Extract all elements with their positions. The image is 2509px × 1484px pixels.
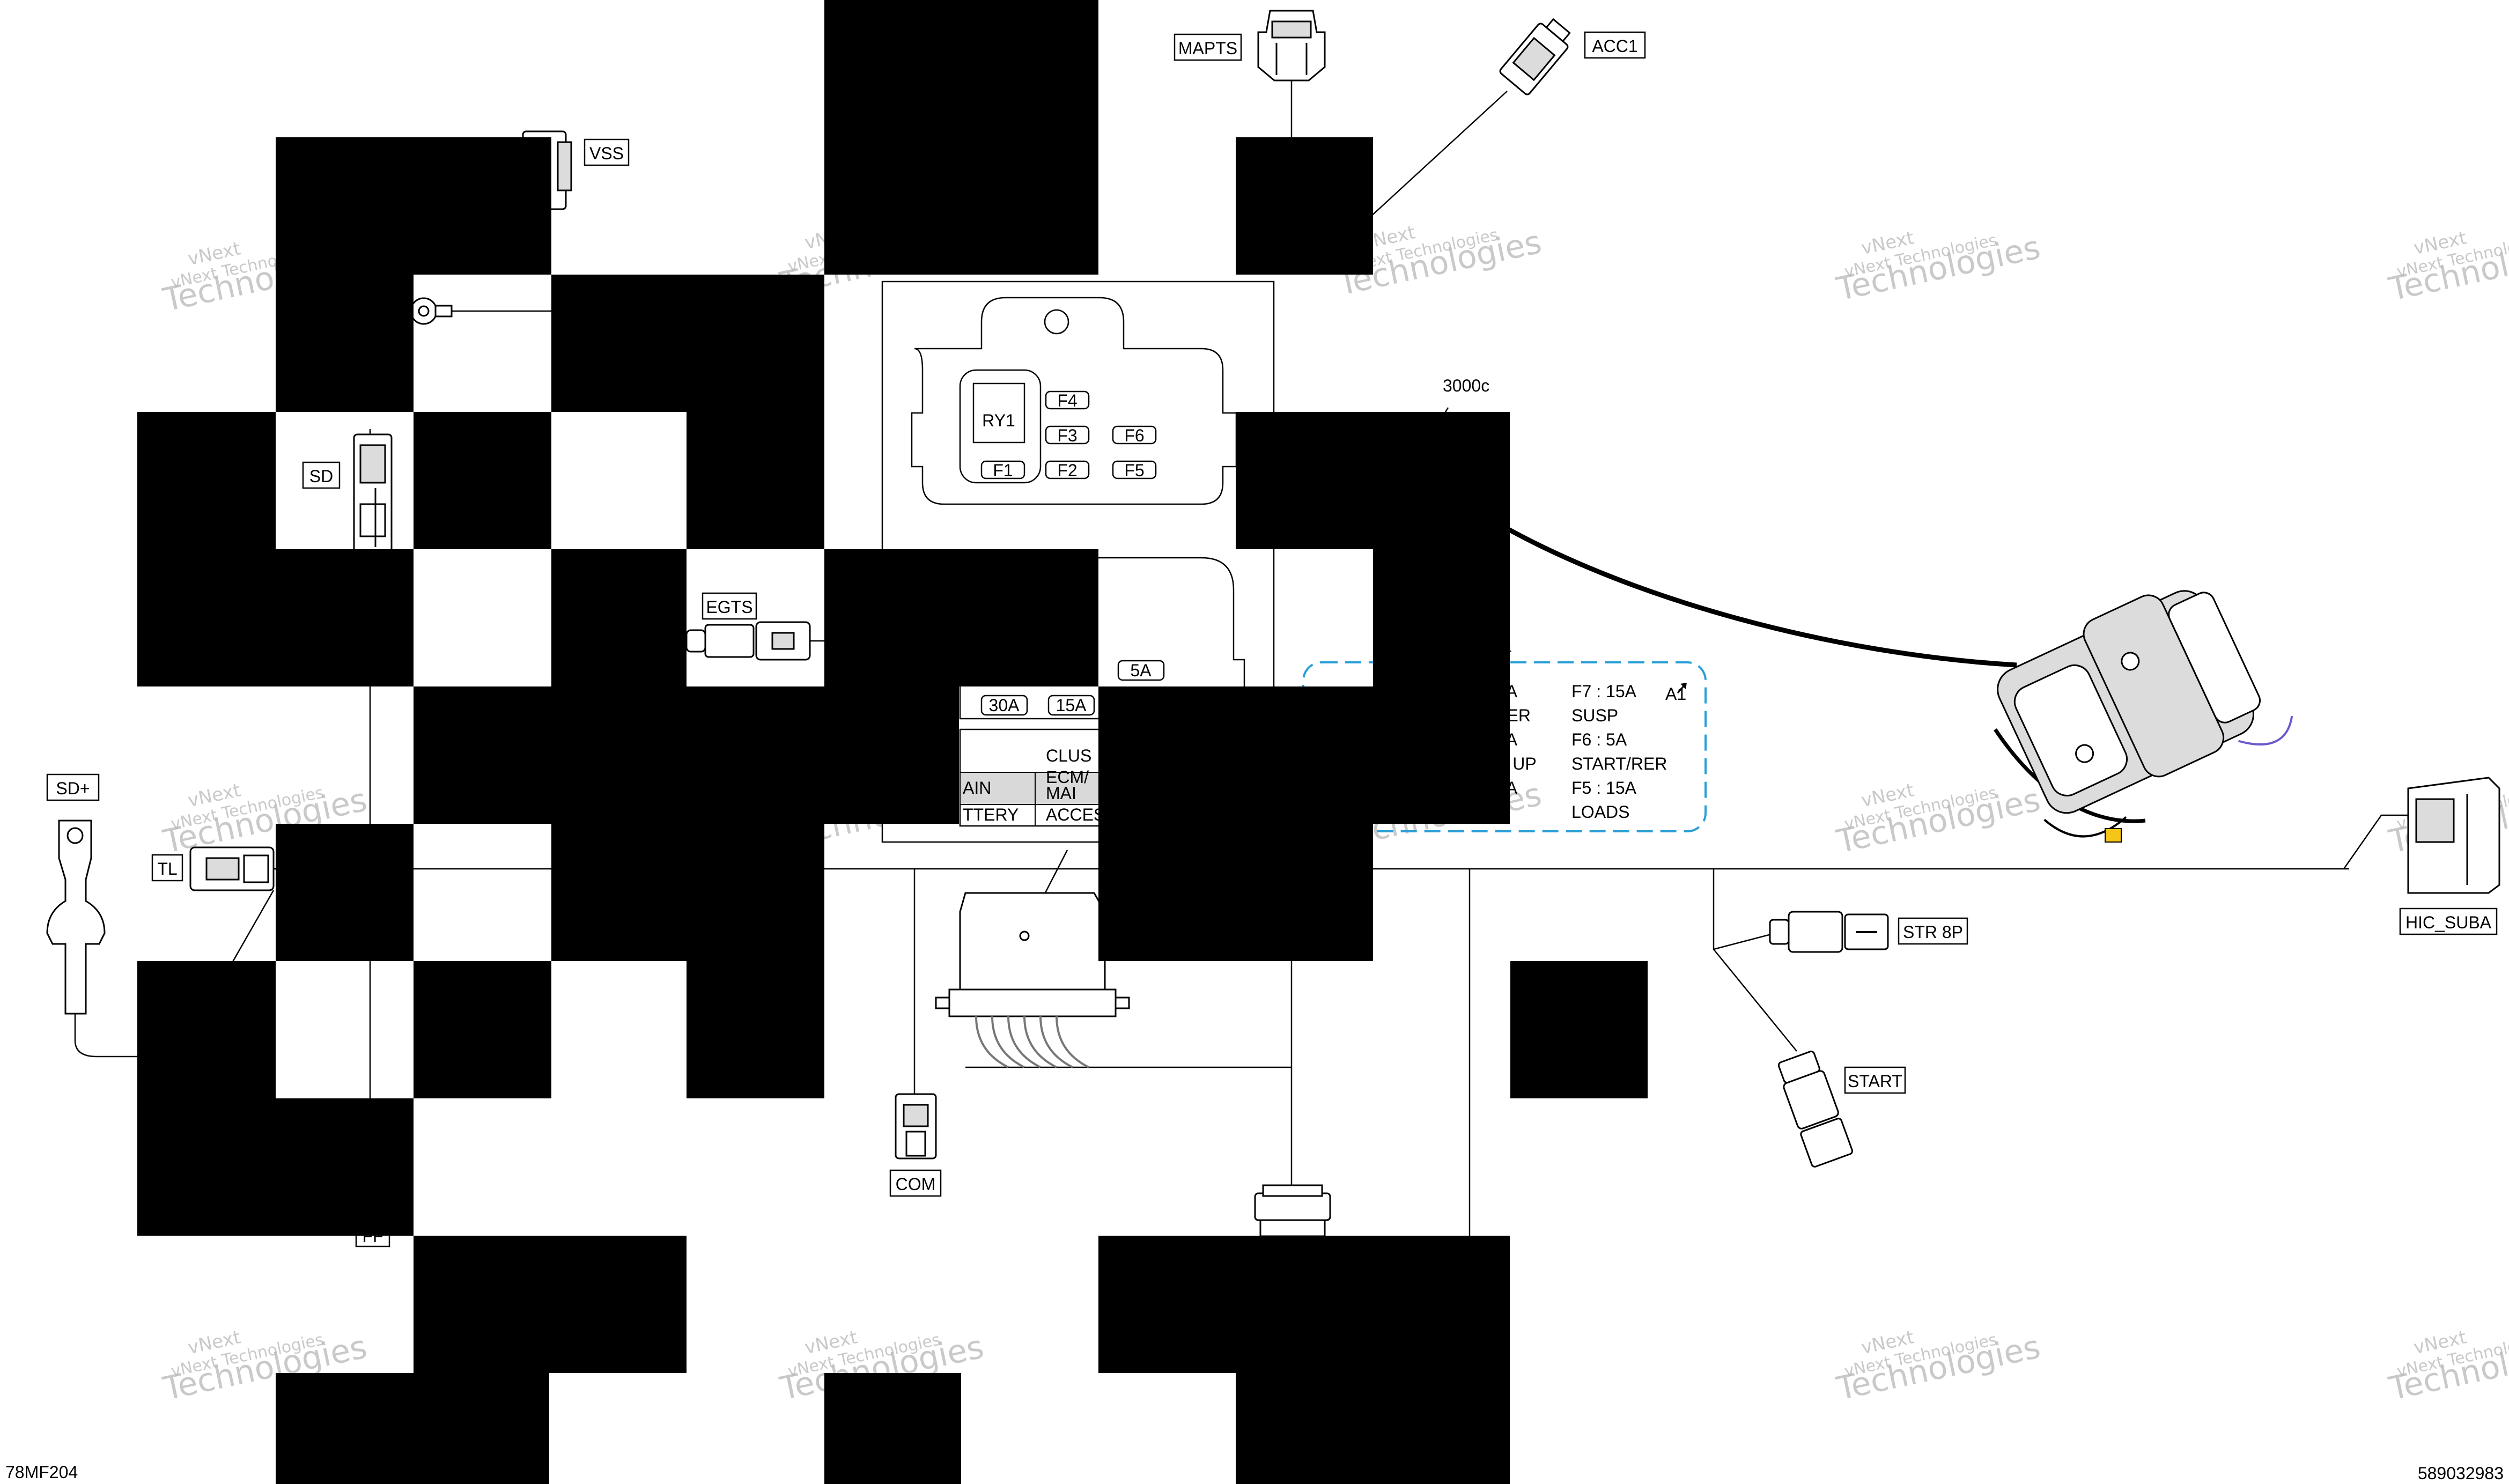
tl-label-box	[151, 854, 183, 882]
fuse-f1	[980, 460, 1025, 479]
panel-label: TTERY	[963, 805, 1019, 824]
sd-label-box	[302, 461, 341, 489]
fuse-holder-connector	[935, 892, 1130, 1068]
str-8p-connector	[1769, 911, 1889, 953]
mapts-label: MAPTS	[1178, 39, 1237, 58]
bottom-center-connector	[1254, 1184, 1331, 1237]
com-label: COM	[896, 1175, 936, 1194]
hic-suba-label: HIC_SUBA	[2405, 913, 2492, 932]
grip-clip	[2105, 828, 2122, 843]
footer-right-code: 589032983	[2418, 1464, 2504, 1483]
relay-ry1	[972, 382, 1025, 444]
fuse-label: F2	[1057, 461, 1077, 480]
str-8p-label: STR 8P	[1903, 922, 1963, 942]
fuse-label: 30A	[989, 696, 1020, 715]
connectors: MAPTS ACC1 VSS SD	[46, 10, 2500, 1247]
fuse-label: 5A	[1130, 661, 1152, 680]
acc1-label: ACC1	[1592, 36, 1637, 56]
fuse-5a	[1117, 660, 1165, 681]
fuse-label: F4	[1057, 391, 1077, 410]
acc1-label-box	[1584, 31, 1646, 59]
com-label-box	[889, 1169, 942, 1197]
hic-suba-wire	[2343, 814, 2414, 869]
egts-connector	[685, 621, 811, 661]
panel-label: MAI	[1046, 784, 1076, 803]
fuse-f3	[1045, 425, 1090, 445]
start-label: START	[1848, 1072, 1902, 1091]
start-wire	[1713, 949, 1797, 1052]
egts-label-box	[702, 592, 757, 620]
str-8p-wire	[1713, 869, 1776, 950]
hic-suba-label-box	[2399, 907, 2498, 935]
panel-label: ACCES	[1046, 805, 1105, 824]
sd-plus-label: SD+	[56, 779, 90, 798]
sd-plus-wire	[74, 1014, 139, 1058]
wire-3000c-label: 3000c	[1443, 376, 1489, 395]
fuse-label: F3	[1057, 426, 1077, 445]
relay-label: RY1	[982, 411, 1015, 430]
legend-col2: F5 : 15A	[1571, 778, 1637, 798]
fuse-label: F5	[1124, 461, 1144, 480]
legend-col2: START/RER	[1571, 754, 1667, 773]
legend-col2: F6 : 5A	[1571, 730, 1627, 749]
mapts-connector	[1257, 10, 1326, 82]
legend-col2: F7 : 15A	[1571, 682, 1637, 701]
fuse-f6	[1112, 425, 1157, 445]
legend-col2: LOADS	[1571, 802, 1629, 822]
braided-cable	[1500, 523, 2017, 668]
grip-connector-assembly	[1997, 590, 2293, 838]
mapts-label-box	[1174, 33, 1242, 61]
panel-label: ECM/	[1046, 767, 1089, 787]
tl-connector	[189, 846, 275, 891]
fuse-label: F1	[993, 461, 1013, 480]
legend-marker-arrowhead	[1680, 683, 1687, 689]
sd-plus-connector	[46, 819, 106, 1015]
acc1-connector	[1499, 18, 1571, 95]
sd-label: SD	[309, 467, 333, 486]
mount-hole	[1044, 309, 1069, 335]
fuse-f2	[1045, 460, 1090, 479]
sd-connector	[353, 433, 393, 553]
fuse-f4	[1045, 390, 1090, 410]
fuse-f5	[1112, 460, 1157, 479]
panel-label: AIN	[963, 778, 991, 798]
panel-label: CLUS	[1046, 746, 1091, 765]
start-connector	[1777, 1050, 1854, 1168]
vss-label-box	[584, 138, 630, 166]
egts-label: EGTS	[706, 597, 752, 617]
fuse-30a	[980, 695, 1028, 716]
com-connector	[895, 1093, 937, 1160]
fuse-label: F6	[1124, 426, 1144, 445]
tl-branch-wire	[230, 890, 275, 966]
str-8p-label-box	[1898, 917, 1968, 945]
hic-suba-connector	[2407, 777, 2500, 894]
redaction-blocks	[137, 0, 1648, 1484]
fuse-15a	[1047, 695, 1095, 716]
footer-left-code: 78MF204	[5, 1463, 78, 1482]
tl-label: TL	[157, 859, 177, 878]
legend-col2: SUSP	[1571, 706, 1618, 725]
sd-plus-label-box	[46, 773, 100, 801]
ring-terminal	[410, 297, 453, 325]
start-label-box	[1844, 1066, 1906, 1094]
fuse-label: 15A	[1056, 696, 1087, 715]
vss-label: VSS	[589, 144, 624, 163]
